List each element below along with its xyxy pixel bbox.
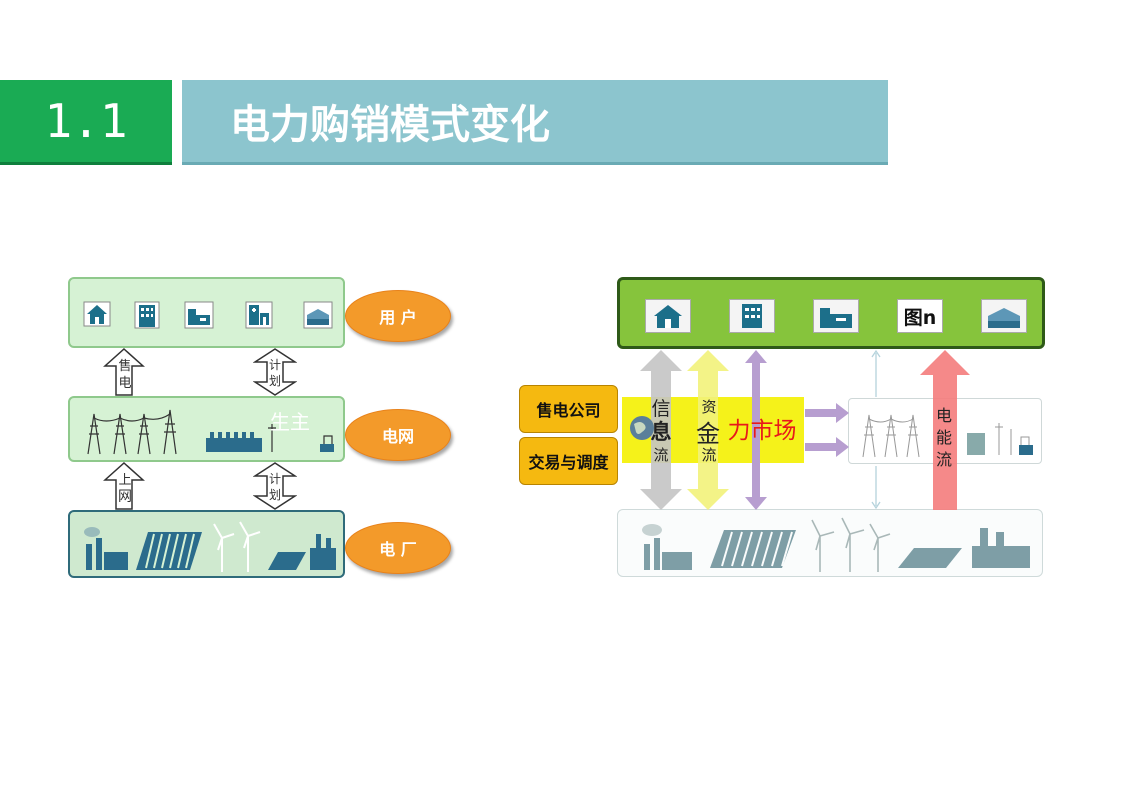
trade-flow-arrow: [745, 350, 767, 510]
wind-turbine-icon: [213, 521, 261, 572]
plan-top-label-1: 计: [268, 358, 281, 372]
info-flow-arrow: [640, 350, 682, 510]
office-building-icon: [729, 299, 775, 333]
grid-overlay-text: 生主: [270, 410, 310, 434]
fund-flow-arrow: [687, 350, 729, 510]
solar-factory-icon: [268, 534, 336, 570]
hospital-icon: [245, 301, 273, 329]
dispatch-arrow-upper: [805, 403, 849, 423]
power-flow-label-3: 流: [935, 450, 952, 469]
top-icon-label: 图n: [903, 306, 937, 329]
plan-arrow-top: [253, 348, 297, 396]
info-flow-label-3: 流: [653, 446, 669, 464]
plant-box: [68, 510, 345, 578]
thin-flow-line-bottom: [871, 466, 881, 510]
power-flow-arrow: [920, 350, 970, 510]
hydro-dam-icon: [136, 532, 202, 570]
warehouse-icon: [981, 299, 1027, 333]
retail-company-button[interactable]: 售电公司: [519, 385, 618, 433]
plan-bottom-label-1: 计: [268, 472, 281, 486]
grid-oval: 电网: [345, 409, 451, 461]
substation-icon: [206, 432, 262, 452]
grid-bar: [848, 398, 1042, 464]
dispatch-arrow-lower: [805, 437, 849, 457]
thin-flow-line-top: [871, 349, 881, 397]
factory-icon: [813, 299, 859, 333]
section-number: 1.1: [0, 80, 172, 165]
warehouse-icon: [303, 301, 333, 329]
plan-top-label-2: 划: [268, 374, 281, 388]
house-icon: [645, 299, 691, 333]
fund-flow-label-3: 流: [701, 446, 717, 464]
plan-arrow-bottom: [253, 462, 297, 510]
thermal-plant-icon: [84, 527, 128, 570]
transmission-tower-icon: [87, 409, 177, 455]
plants-bar: [617, 509, 1043, 577]
sell-label-2: 电: [118, 376, 132, 391]
section-title: 电力购销模式变化: [230, 102, 550, 148]
users-bar: 图n: [617, 277, 1045, 349]
section-title-bar: 电力购销模式变化: [182, 80, 888, 165]
info-flow-label-1: 信: [651, 398, 671, 420]
upnet-arrow: [103, 462, 145, 510]
wind-turbine-icon: [811, 517, 891, 572]
distribution-icon: [967, 423, 1033, 455]
globe-icon: [630, 416, 654, 440]
thermal-plant-icon: [642, 524, 692, 570]
plant-oval: 电 厂: [345, 522, 451, 574]
market-panel: [622, 397, 804, 463]
info-flow-label-2: 息: [650, 420, 672, 444]
sell-electricity-arrow: [103, 348, 145, 396]
upnet-label-1: 上: [118, 473, 132, 488]
solar-factory-icon: [898, 528, 1030, 568]
upnet-label-2: 网: [118, 489, 132, 505]
market-label: 力市场: [727, 418, 797, 444]
users-box: [68, 277, 345, 348]
trading-dispatch-button[interactable]: 交易与调度: [519, 437, 618, 485]
grid-box: 生主: [68, 396, 345, 462]
office-building-icon: [134, 301, 160, 329]
hydro-dam-icon: [710, 530, 796, 568]
users-oval: 用 户: [345, 290, 451, 342]
fund-flow-label-2: 金: [696, 420, 720, 448]
hospital-icon: 图n: [897, 299, 943, 333]
power-flow-label-2: 能: [935, 428, 952, 447]
sell-label-1: 售: [118, 359, 132, 374]
distribution-icon: [268, 424, 334, 452]
factory-icon: [184, 301, 214, 329]
plan-bottom-label-2: 划: [268, 488, 281, 502]
house-icon: [83, 301, 111, 327]
power-flow-label-1: 电: [935, 406, 952, 425]
transmission-tower-icon: [862, 414, 920, 458]
fund-flow-label-1: 资: [701, 398, 717, 416]
